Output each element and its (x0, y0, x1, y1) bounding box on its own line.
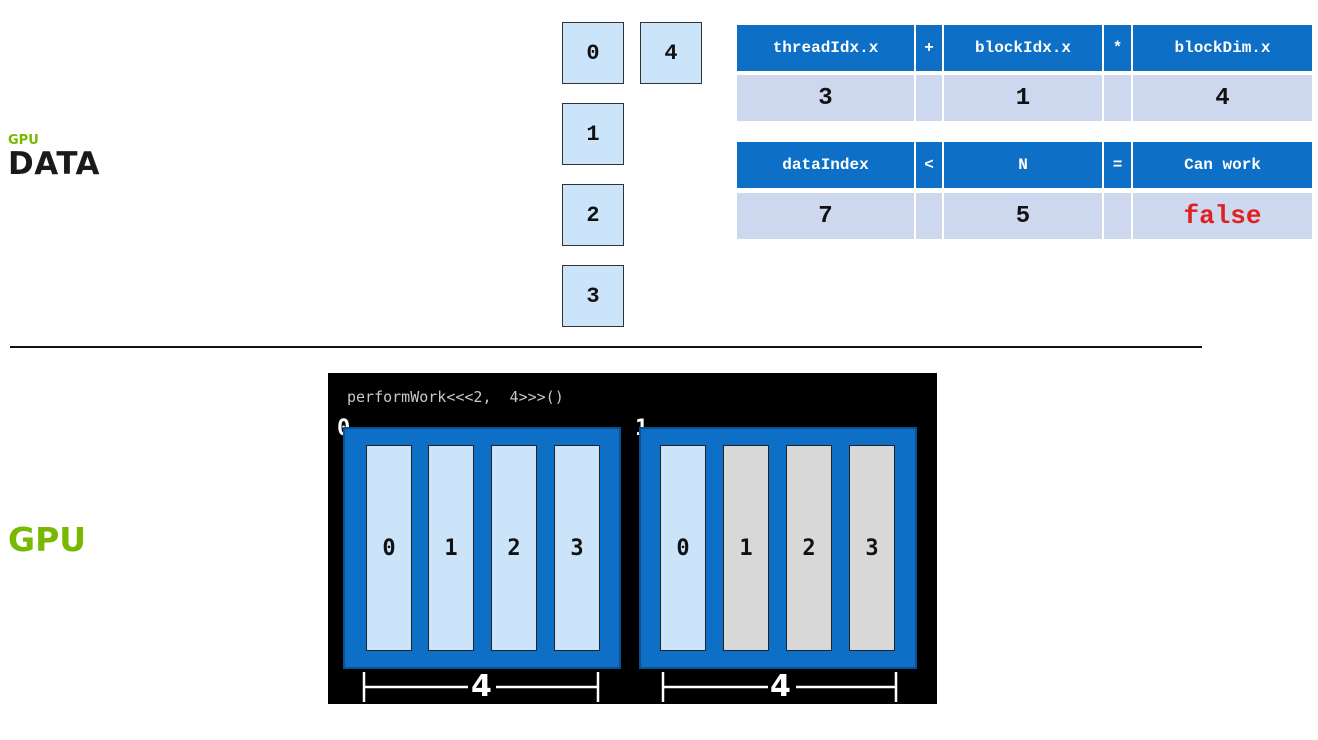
block-1-dim-bracket (661, 672, 898, 702)
header-blockdim: blockDim.x (1133, 25, 1312, 71)
block-0-thread-3: 3 (554, 445, 600, 651)
block-1-thread-0: 0 (660, 445, 706, 651)
block-0: 0 1 2 3 (343, 427, 621, 669)
value-blockidx: 1 (944, 75, 1102, 121)
value-threadidx: 3 (737, 75, 914, 121)
value-n: 5 (944, 193, 1102, 239)
block-1-thread-2: 2 (786, 445, 832, 651)
header-times: * (1104, 25, 1131, 71)
block-dim-brackets (362, 672, 898, 702)
value-plus-spacer (916, 75, 942, 121)
header-less-than: < (916, 142, 942, 188)
header-plus: + (916, 25, 942, 71)
header-can-work: Can work (1133, 142, 1312, 188)
value-can-work: false (1133, 193, 1312, 239)
block-0-dim-bracket (362, 672, 600, 702)
header-threadidx: threadIdx.x (737, 25, 914, 71)
value-equals-spacer (1104, 193, 1131, 239)
block-0-thread-2: 2 (491, 445, 537, 651)
gpu-title: GPU (8, 520, 87, 559)
data-cell-0: 0 (562, 22, 624, 84)
value-blockdim: 4 (1133, 75, 1312, 121)
header-dataindex: dataIndex (737, 142, 914, 188)
block-1-thread-1: 1 (723, 445, 769, 651)
launch-code: performWork<<<2, 4>>>() (347, 388, 564, 406)
value-less-spacer (916, 193, 942, 239)
header-blockidx: blockIdx.x (944, 25, 1102, 71)
data-cell-3: 3 (562, 265, 624, 327)
value-times-spacer (1104, 75, 1131, 121)
data-cell-1: 1 (562, 103, 624, 165)
header-equals: = (1104, 142, 1131, 188)
data-cell-2: 2 (562, 184, 624, 246)
block-0-thread-0: 0 (366, 445, 412, 651)
data-title: DATA (8, 146, 101, 182)
block-0-thread-1: 1 (428, 445, 474, 651)
section-divider (10, 346, 1202, 348)
value-dataindex: 7 (737, 193, 914, 239)
block-1-dim-label: 4 (770, 669, 791, 704)
block-1-thread-3: 3 (849, 445, 895, 651)
header-n: N (944, 142, 1102, 188)
block-1: 0 1 2 3 (639, 427, 917, 669)
data-small-label: GPU (8, 133, 39, 148)
data-cell-4: 4 (640, 22, 702, 84)
block-0-dim-label: 4 (471, 669, 492, 704)
